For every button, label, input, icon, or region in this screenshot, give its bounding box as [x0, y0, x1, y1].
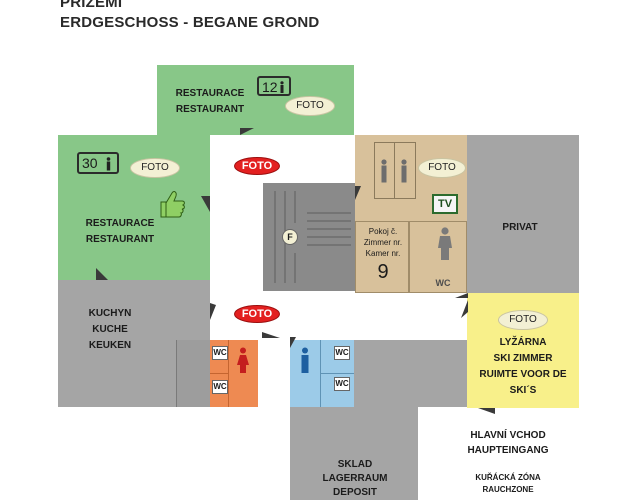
ski-room-label-3: RUIMTE VOOR DE: [479, 369, 567, 380]
floor-marker-f: F: [282, 229, 298, 245]
smoking-zone-label-2: RAUCHZONE: [482, 485, 534, 494]
wc-tag: WC: [212, 346, 228, 360]
foto-marker[interactable]: FOTO: [130, 158, 180, 178]
tv-icon: TV: [432, 194, 458, 214]
kitchen-label-2: KUCHE: [92, 324, 128, 335]
person-icon: [401, 159, 407, 183]
capacity-number: 12: [262, 79, 278, 95]
room-9-label-2: Zimmer nr.: [363, 238, 403, 247]
thumbs-up-icon: [160, 191, 185, 218]
ski-room-label-1: LYŽÁRNA: [499, 337, 547, 348]
floor-title-czech: PŘÍZEMÍ: [60, 0, 123, 11]
foto-marker[interactable]: FOTO: [418, 158, 466, 178]
storage-room-upper: [354, 340, 467, 407]
wc-tag: WC: [212, 380, 228, 394]
person-icon: [381, 159, 387, 183]
staircase-lines: [274, 191, 351, 283]
person-icon: [280, 81, 284, 93]
person-icon: [438, 227, 452, 260]
wc-tag: WC: [334, 346, 350, 360]
storage-room: [290, 407, 418, 500]
entrance-label-2: HAUPTEINGANG: [467, 445, 549, 456]
person-icon: [106, 157, 111, 171]
smoking-zone-label-1: KUŘÁCKÁ ZÓNA: [475, 473, 541, 482]
foto-marker-highlight[interactable]: FOTO: [234, 157, 280, 175]
foto-marker[interactable]: FOTO: [498, 310, 548, 330]
room-9[interactable]: [355, 221, 409, 293]
capacity-badge-30: 30: [77, 152, 119, 174]
kitchen-label-1: KUCHYN: [88, 308, 132, 319]
restaurant-small-label-2: RESTAURANT: [175, 104, 245, 115]
entrance-label-1: HLAVNÍ VCHOD: [470, 430, 546, 441]
restaurant-large-label-2: RESTAURANT: [85, 234, 155, 245]
foto-marker[interactable]: FOTO: [285, 96, 335, 116]
storage-label-3: DEPOSIT: [333, 487, 377, 498]
room-9-number: 9: [377, 261, 389, 283]
room-wc: [409, 221, 467, 293]
kitchen-annex: [176, 340, 210, 407]
restaurant-large-label-1: RESTAURACE: [85, 218, 155, 229]
foto-marker-highlight[interactable]: FOTO: [234, 305, 280, 323]
restaurant-small-label-1: RESTAURACE: [175, 88, 245, 99]
woman-icon: [237, 347, 249, 373]
ski-room-label-2: SKI ZIMMER: [493, 353, 553, 364]
capacity-badge-12: 12: [257, 76, 291, 96]
storage-label-1: SKLAD: [337, 459, 373, 470]
washroom-stalls: [374, 142, 416, 199]
room-9-label-1: Pokoj č.: [368, 227, 398, 236]
ski-room-label-4: SKI´S: [509, 385, 537, 396]
wc-label: WC: [435, 278, 451, 288]
capacity-number: 30: [82, 155, 98, 171]
storage-label-2: LAGERRAUM: [322, 473, 388, 484]
kitchen-label-3: KEUKEN: [88, 340, 132, 351]
room-9-label-3: Kamer nr.: [365, 249, 401, 258]
wc-tag: WC: [334, 377, 350, 391]
man-icon: [301, 347, 309, 373]
floor-title-german-dutch: ERDGESCHOSS - BEGANE GROND: [60, 14, 320, 31]
private-label: PRIVAT: [502, 222, 538, 233]
private-room: [467, 135, 579, 293]
